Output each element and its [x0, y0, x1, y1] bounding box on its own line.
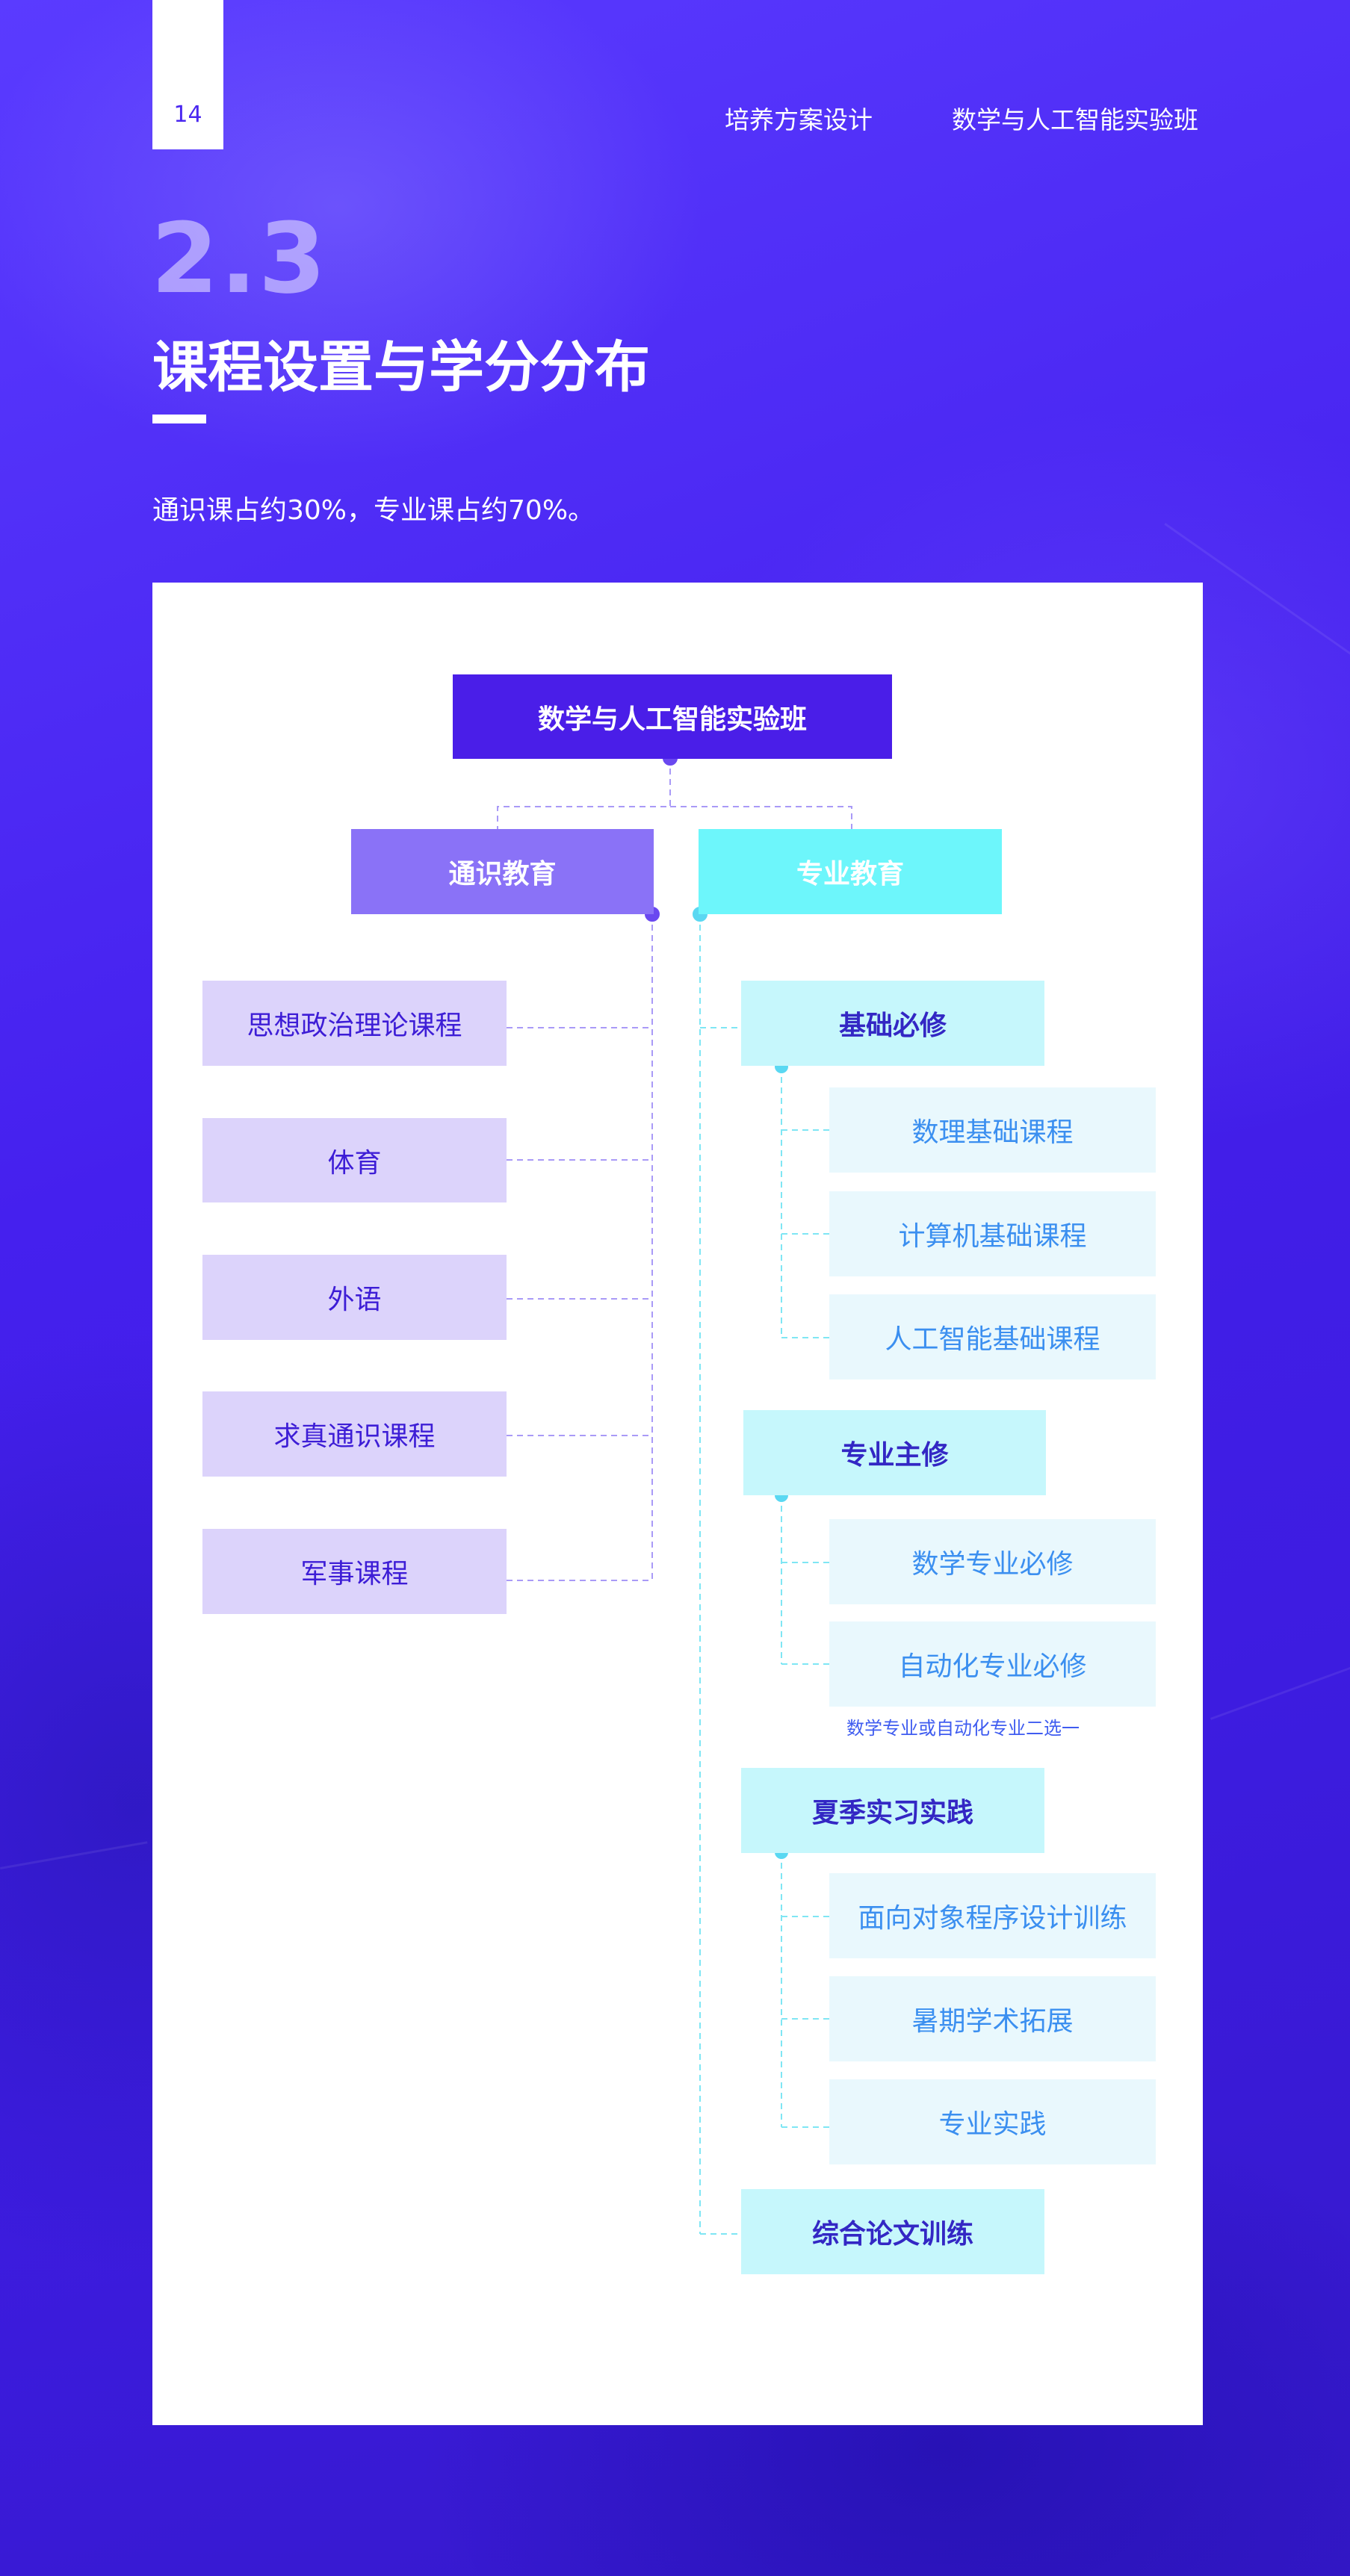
- general-course-item: 思想政治理论课程: [202, 981, 507, 1066]
- section-intro: 通识课占约30%，专业课占约70%。: [152, 495, 595, 526]
- general-course-item: 军事课程: [202, 1529, 507, 1614]
- general-course-item: 外语: [202, 1255, 507, 1340]
- header-program-label: 数学与人工智能实验班: [952, 105, 1198, 134]
- professional-course-item: 人工智能基础课程: [829, 1294, 1156, 1379]
- professional-course-item: 专业实践: [829, 2079, 1156, 2164]
- professional-course-item: 数理基础课程: [829, 1087, 1156, 1173]
- professional-course-item: 自动化专业必修: [829, 1621, 1156, 1707]
- section-title: 课程设置与学分分布: [152, 335, 650, 400]
- professional-group-node: 综合论文训练: [741, 2189, 1044, 2274]
- professional-course-item: 计算机基础课程: [829, 1191, 1156, 1276]
- professional-group-node: 基础必修: [741, 981, 1044, 1066]
- root-node: 数学与人工智能实验班: [453, 674, 892, 759]
- professional-group-node: 专业主修: [743, 1410, 1046, 1495]
- header-section-label: 培养方案设计: [725, 105, 873, 134]
- general-course-item: 体育: [202, 1118, 507, 1202]
- professional-education-node: 专业教育: [699, 829, 1002, 914]
- general-course-item: 求真通识课程: [202, 1391, 507, 1477]
- page-number: 14: [173, 102, 202, 128]
- title-underline: [152, 415, 206, 423]
- general-education-node: 通识教育: [351, 829, 654, 914]
- professional-course-item: 数学专业必修: [829, 1519, 1156, 1604]
- professional-group-node: 夏季实习实践: [741, 1768, 1044, 1853]
- section-number: 2.3: [151, 202, 328, 315]
- professional-course-item: 暑期学术拓展: [829, 1976, 1156, 2061]
- page-tab: [152, 0, 223, 149]
- professional-course-item: 面向对象程序设计训练: [829, 1873, 1156, 1958]
- major-choice-note: 数学专业或自动化专业二选一: [846, 1718, 1080, 1739]
